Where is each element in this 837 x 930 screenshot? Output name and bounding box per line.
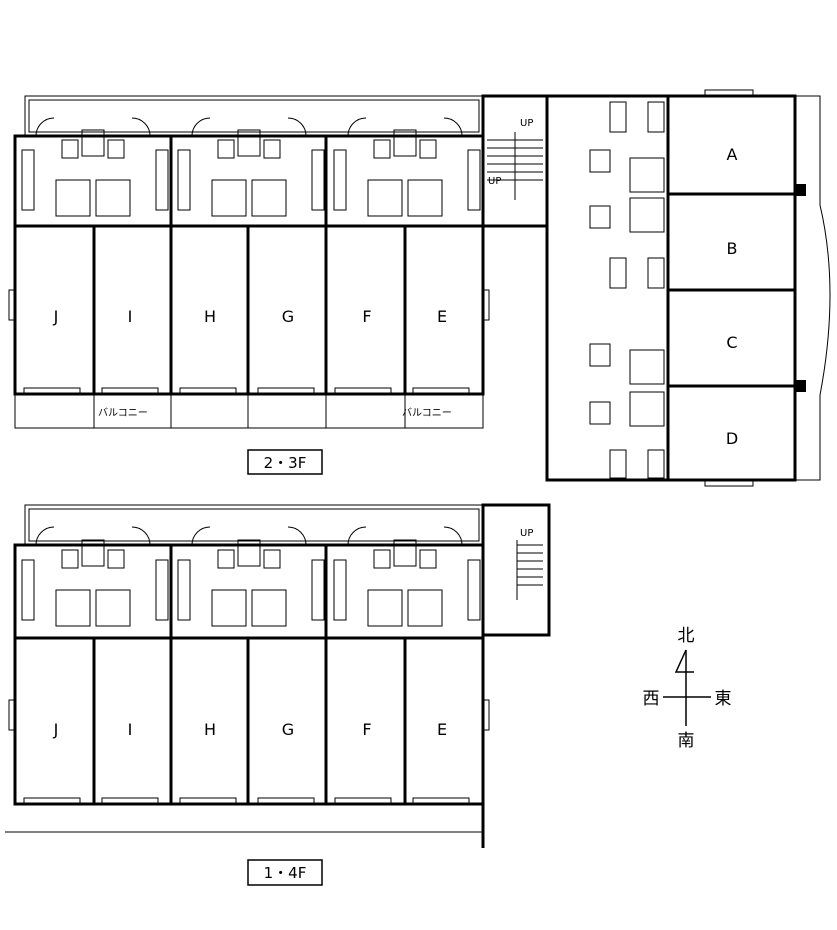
unit-label: B	[727, 239, 738, 258]
unit-label: H	[204, 720, 216, 739]
unit-label: G	[282, 307, 294, 326]
unit-label: J	[53, 307, 59, 326]
floor-label-1-4f: 1・4F	[264, 864, 307, 882]
balcony-label: バルコニー	[402, 407, 452, 419]
compass-south: 南	[678, 731, 695, 751]
compass	[663, 649, 711, 726]
unit-label: C	[726, 333, 737, 352]
balcony-label: バルコニー	[98, 407, 148, 419]
unit-label: H	[204, 307, 216, 326]
stair-up-label: UP	[520, 118, 533, 129]
floor-label-2-3f: 2・3F	[264, 454, 307, 472]
stair-up-label: UP	[520, 528, 533, 539]
unit-label: E	[437, 720, 447, 739]
unit-label: F	[362, 307, 371, 326]
unit-label: I	[128, 720, 133, 739]
unit-label: F	[362, 720, 371, 739]
floor-1-4	[5, 503, 551, 848]
unit-label: E	[437, 307, 447, 326]
floor-2-3-east-wing	[545, 89, 831, 487]
unit-label: A	[727, 145, 738, 164]
unit-label: I	[128, 307, 133, 326]
compass-north: 北	[678, 626, 695, 646]
compass-east: 東	[715, 689, 732, 709]
stair-up-label: UP	[488, 176, 501, 187]
floor-2-3-west-wing	[8, 94, 549, 429]
compass-west: 西	[643, 689, 660, 709]
unit-label: G	[282, 720, 294, 739]
unit-label: J	[53, 720, 59, 739]
unit-label: D	[726, 429, 738, 448]
